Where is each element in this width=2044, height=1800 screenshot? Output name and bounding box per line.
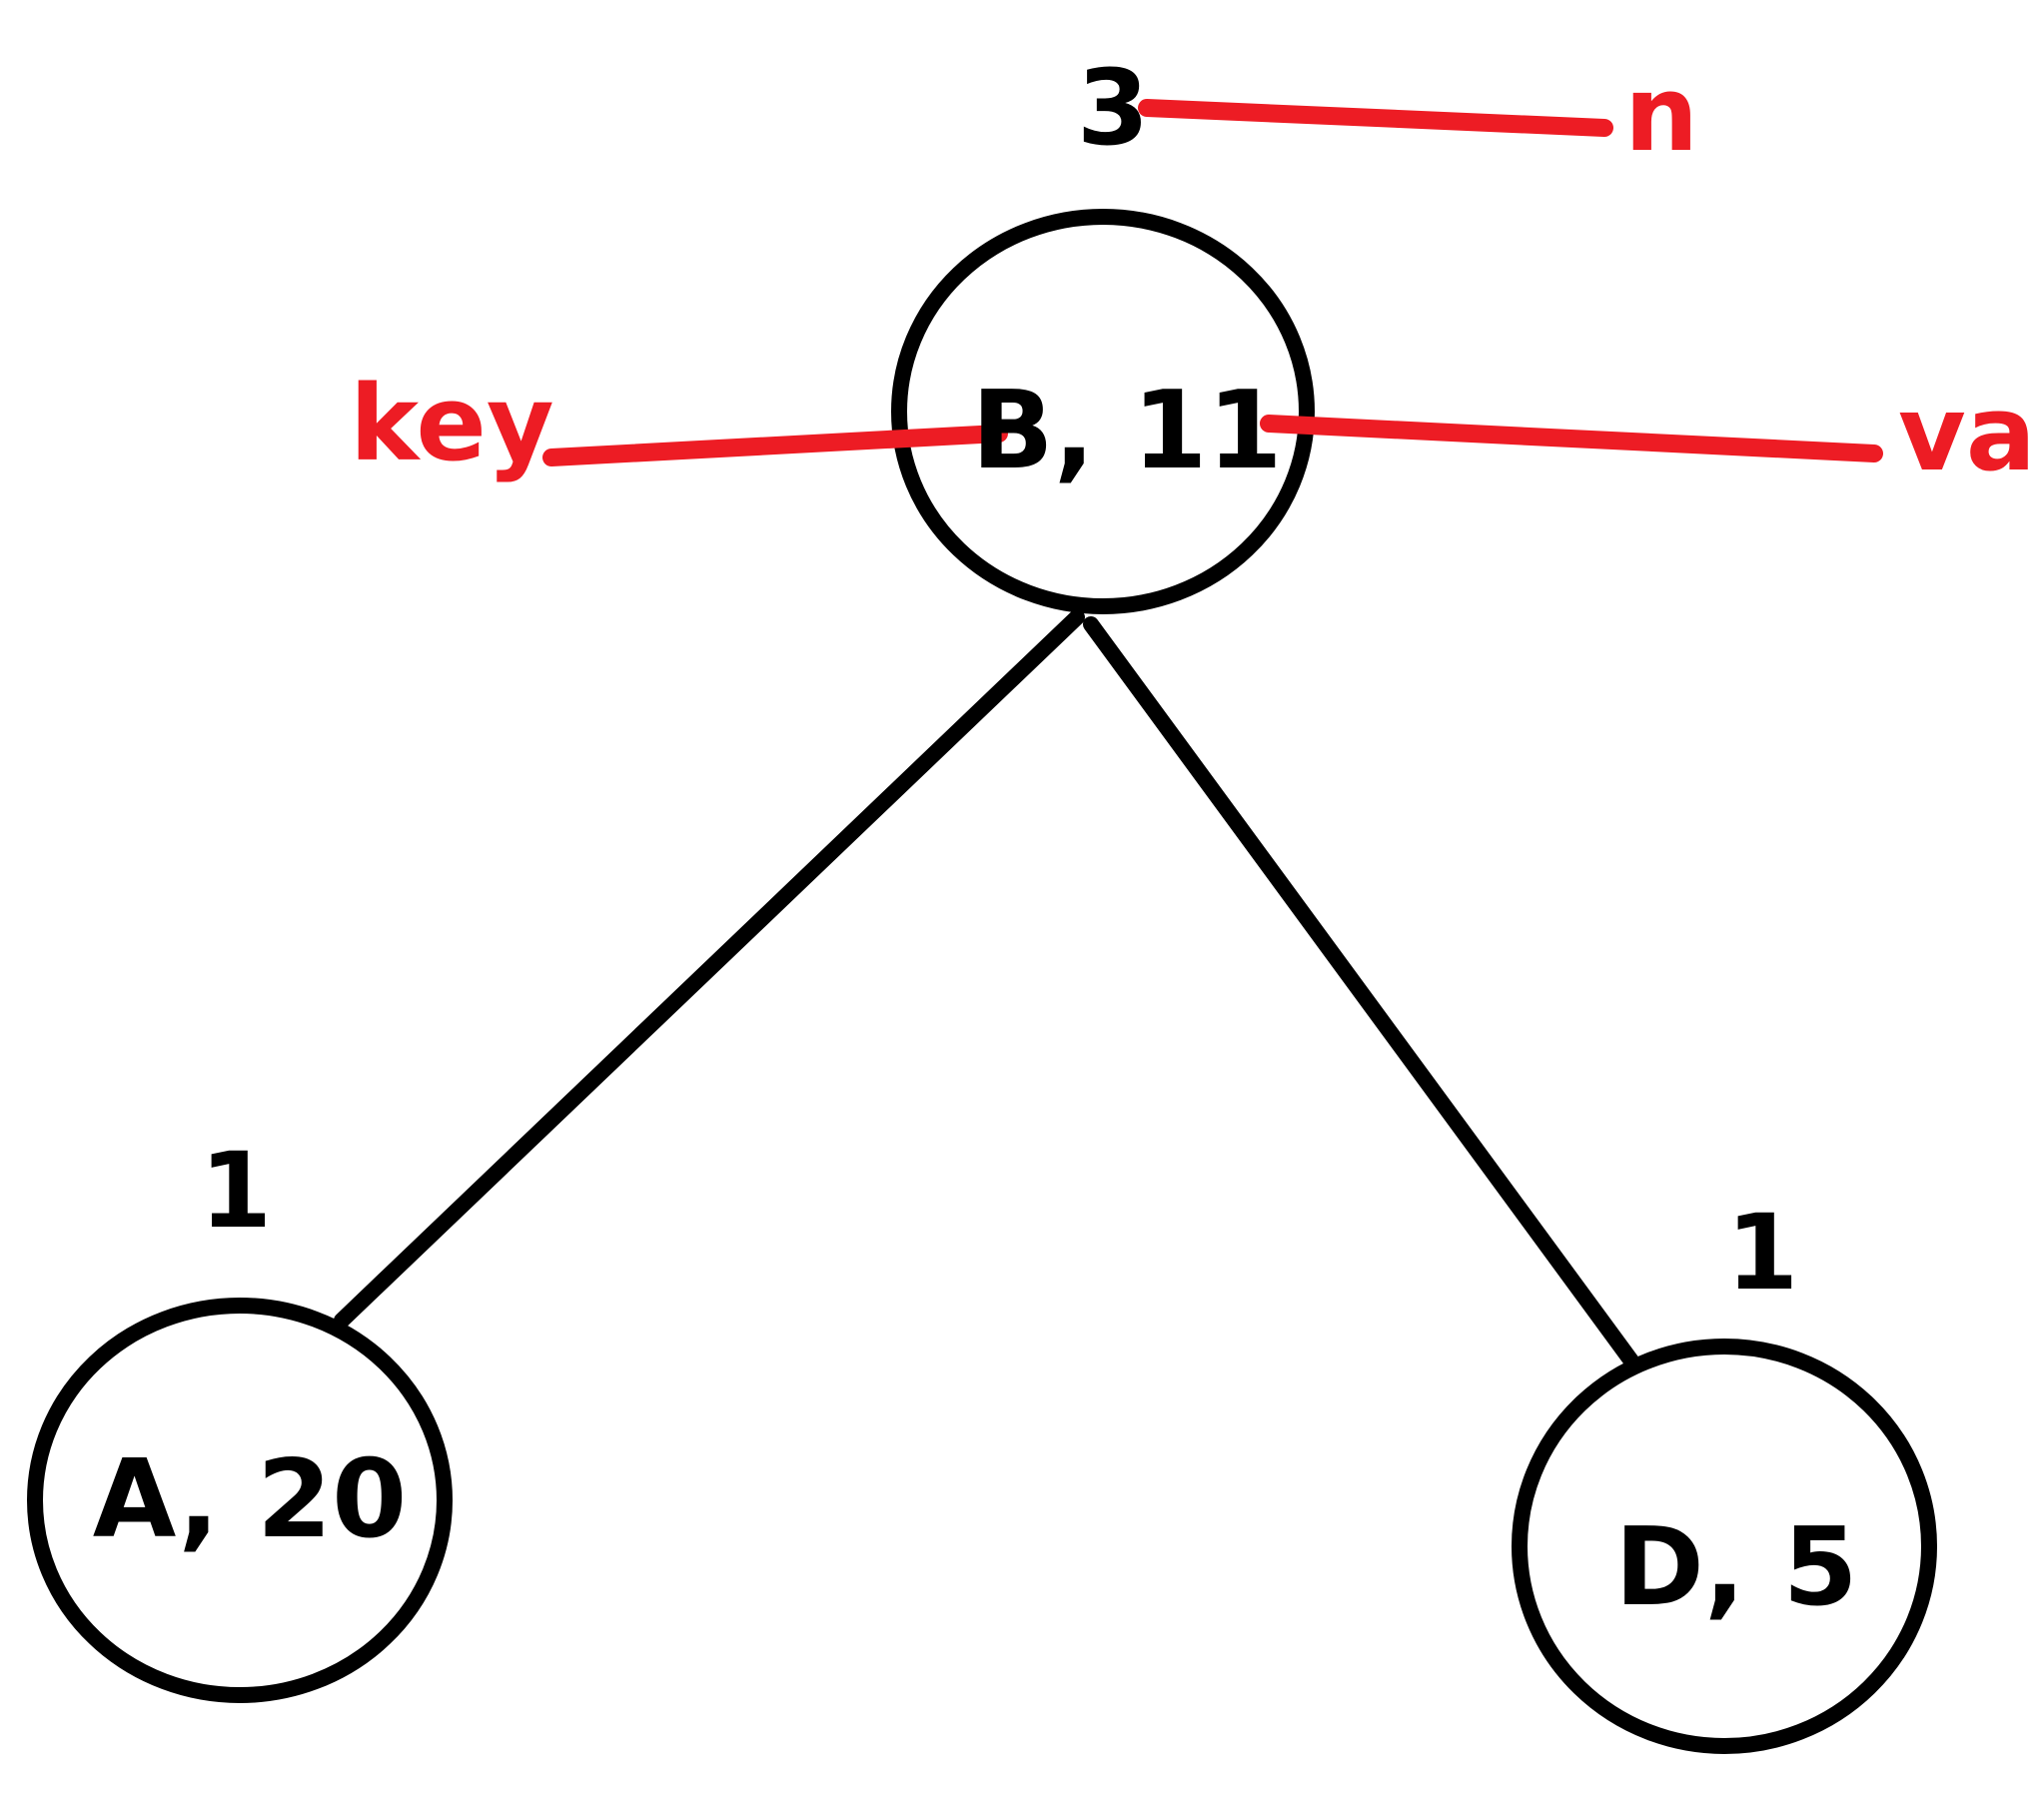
edge-root-right (1083, 616, 1646, 1378)
annotation-line-count (1138, 99, 1613, 137)
annotation-line-value (1260, 415, 1883, 462)
annotation-key-label: key (350, 363, 554, 484)
node-right-count: 1 (1726, 1192, 1798, 1314)
node-left-circle (27, 1298, 453, 1703)
node-right-label: D, 5 (1614, 1505, 1857, 1630)
node-root-circle (891, 209, 1315, 614)
node-right-circle (1512, 1339, 1937, 1754)
node-root-label: B, 11 (971, 369, 1282, 493)
annotation-count-label: n (1624, 53, 1698, 175)
node-left-label: A, 20 (93, 1437, 408, 1562)
node-left-count: 1 (200, 1130, 272, 1252)
edge-root-left (334, 609, 1085, 1329)
annotation-value-label: val (1898, 373, 2044, 494)
annotation-line-key (542, 425, 1008, 466)
node-root-count: 3 (1077, 47, 1149, 169)
